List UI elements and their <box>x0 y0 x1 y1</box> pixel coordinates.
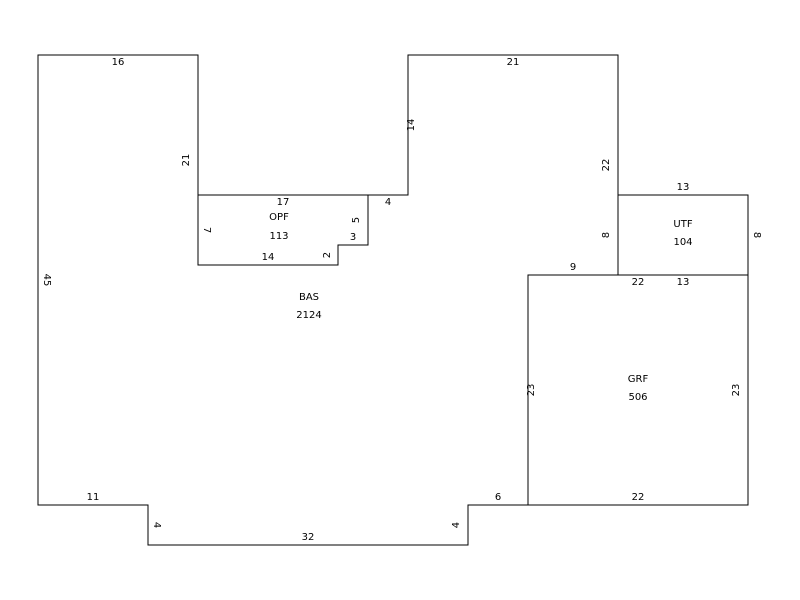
dim-bas-left: 45 <box>41 274 52 287</box>
dim-grf-right: 23 <box>731 384 742 397</box>
dim-bas-step-right: 4 <box>451 522 462 528</box>
dim-utf-bottom: 13 <box>677 277 690 288</box>
dim-bas-left-inner: 21 <box>181 154 192 167</box>
area-code-grf: GRF <box>628 374 649 385</box>
dim-bas-right-step: 9 <box>570 262 576 273</box>
area-size-utf: 104 <box>673 237 692 248</box>
dim-utf-right: 8 <box>751 232 762 238</box>
dim-bas-bottom-left: 11 <box>87 492 100 503</box>
area-size-grf: 506 <box>628 392 647 403</box>
dim-grf-bottom: 22 <box>632 492 645 503</box>
dim-utf-top: 13 <box>677 182 690 193</box>
dim-opf-top-right: 4 <box>385 197 391 208</box>
dim-grf-top: 22 <box>632 277 645 288</box>
dim-bas-top-left: 16 <box>112 57 125 68</box>
grf-outline <box>527 274 749 506</box>
area-code-utf: UTF <box>673 219 692 230</box>
dim-opf-step-vertical: 2 <box>322 252 333 258</box>
area-code-opf: OPF <box>269 212 289 223</box>
dim-opf-top: 17 <box>277 197 290 208</box>
dim-grf-left: 23 <box>526 384 537 397</box>
area-size-bas: 2124 <box>296 310 321 321</box>
opf-outline <box>197 194 369 266</box>
dim-bas-notch-right: 14 <box>406 119 417 132</box>
area-code-bas: BAS <box>299 292 319 303</box>
area-size-opf: 113 <box>269 231 288 242</box>
dim-bas-top-right: 21 <box>507 57 520 68</box>
utf-outline <box>617 194 749 276</box>
dim-bas-step-left: 4 <box>151 522 162 528</box>
bas-outline <box>37 54 619 546</box>
dim-opf-bottom: 14 <box>262 252 275 263</box>
dim-opf-right: 5 <box>351 217 362 223</box>
dim-opf-left: 7 <box>201 227 212 233</box>
dim-opf-step-horizontal: 3 <box>350 232 356 243</box>
dim-bas-bottom-mid: 6 <box>495 492 501 503</box>
dim-bas-right-lower: 8 <box>601 232 612 238</box>
dim-bas-bottom: 32 <box>302 532 315 543</box>
dim-bas-right-upper: 22 <box>601 159 612 172</box>
